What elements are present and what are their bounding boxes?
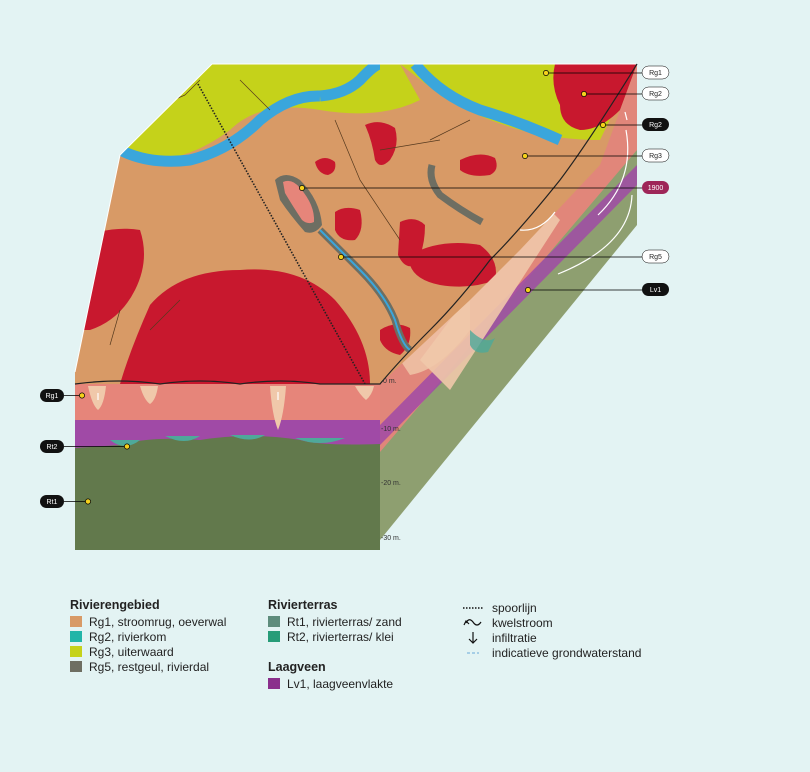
- callout-rg5: Rg5: [338, 249, 670, 264]
- callout-rg1-top: Rg1: [543, 65, 670, 80]
- legend-swatch: [70, 661, 82, 672]
- callout-lv1: Lv1: [525, 283, 669, 296]
- seepage-flow-arrow: [557, 194, 633, 275]
- railway-dotted-line-icon: [462, 605, 484, 611]
- legend-swatch: [268, 616, 280, 627]
- legend-label: infiltratie: [492, 630, 537, 645]
- legend-item: Rg2, rivierkom: [70, 629, 226, 644]
- callout-rg3: Rg3: [522, 148, 670, 163]
- top-surface: [74, 63, 638, 385]
- legend-swatch: [268, 678, 280, 689]
- legend-label: Rg3, uiterwaard: [89, 644, 174, 659]
- legend-item: Rg5, restgeul, rivierdal: [70, 659, 226, 674]
- callout-rt1: Rt1: [40, 495, 91, 508]
- seepage-flow-arrow: [624, 111, 628, 121]
- legend-swatch: [70, 646, 82, 657]
- callout-rg1-left: Rg1: [40, 389, 85, 402]
- svg-text:Rg2: Rg2: [649, 91, 662, 98]
- legend-label: Lv1, laagveenvlakte: [287, 676, 394, 691]
- legend-title: Laagveen: [268, 660, 326, 674]
- legend-item: Lv1, laagveenvlakte: [268, 676, 393, 691]
- legend-label: Rt2, rivierterras/ klei: [287, 629, 394, 644]
- legend-item: kwelstroom: [462, 615, 641, 630]
- seepage-flow-arrow: [519, 211, 556, 231]
- infiltration-arrow-icon: [462, 631, 484, 645]
- svg-text:Rt1: Rt1: [47, 499, 58, 506]
- svg-text:Rg2: Rg2: [649, 122, 662, 129]
- callout-rg2-mid: Rg2: [600, 118, 669, 131]
- legend-item: spoorlijn: [462, 600, 641, 615]
- legend-swatch: [268, 631, 280, 642]
- legend-symbols: spoorlijn kwelstroom infiltratie indicat…: [462, 600, 641, 660]
- svg-text:Rg5: Rg5: [649, 254, 662, 261]
- svg-text:Rt2: Rt2: [47, 444, 58, 451]
- legend-label: Rg1, stroomrug, oeverwal: [89, 614, 227, 629]
- legend-label: spoorlijn: [492, 600, 537, 615]
- callouts-right: Rg1 Rg2 Rg2 Rg3 1900: [299, 65, 670, 296]
- legend-rivierengebied: Rivierengebied Rg1, stroomrug, oeverwal …: [70, 598, 226, 674]
- callouts-left: Rg1 Rt2 Rt1: [40, 389, 130, 508]
- legend-item: Rg3, uiterwaard: [70, 644, 226, 659]
- legend-item: infiltratie: [462, 630, 641, 645]
- callout-rt2: Rt2: [40, 440, 130, 453]
- svg-text:Rg1: Rg1: [649, 70, 662, 77]
- callout-1900: 1900: [299, 181, 669, 194]
- front-face: [75, 384, 380, 550]
- legend-label: Rg2, rivierkom: [89, 629, 167, 644]
- flow-arrows: [97, 111, 633, 400]
- depth-label: -20 m.: [381, 480, 401, 487]
- legend-title: Rivierterras: [268, 598, 338, 612]
- legend-label: Rt1, rivierterras/ zand: [287, 614, 402, 629]
- depth-label: 0 m.: [383, 378, 397, 385]
- groundwater-level-line-icon: [462, 650, 484, 656]
- legend-title: Rivierengebied: [70, 598, 160, 612]
- legend-item: Rg1, stroomrug, oeverwal: [70, 614, 226, 629]
- legend-rivierterras: Rivierterras Rt1, rivierterras/ zand Rt2…: [268, 598, 402, 644]
- depth-label: -10 m.: [381, 426, 401, 433]
- legend-label: Rg5, restgeul, rivierdal: [89, 659, 210, 674]
- callout-rg2-top: Rg2: [581, 86, 670, 101]
- seepage-flow-arrow: [597, 129, 629, 216]
- legend-swatch: [70, 631, 82, 642]
- svg-text:1900: 1900: [648, 185, 664, 192]
- legend-item: Rt1, rivierterras/ zand: [268, 614, 402, 629]
- legend-item: Rt2, rivierterras/ klei: [268, 629, 402, 644]
- legend-item: indicatieve grondwaterstand: [462, 645, 641, 660]
- seepage-flow-arrow-icon: [462, 616, 484, 630]
- legend-label: kwelstroom: [492, 615, 553, 630]
- depth-label: -30 m.: [381, 535, 401, 542]
- svg-text:Rg1: Rg1: [46, 393, 59, 400]
- depth-scale: 0 m. -10 m. -20 m. -30 m.: [381, 378, 401, 542]
- svg-text:Rg3: Rg3: [649, 153, 662, 160]
- legend-laagveen: Laagveen Lv1, laagveenvlakte: [268, 660, 393, 691]
- legend-label: indicatieve grondwaterstand: [492, 645, 642, 660]
- svg-text:Lv1: Lv1: [650, 287, 661, 294]
- legend-swatch: [70, 616, 82, 627]
